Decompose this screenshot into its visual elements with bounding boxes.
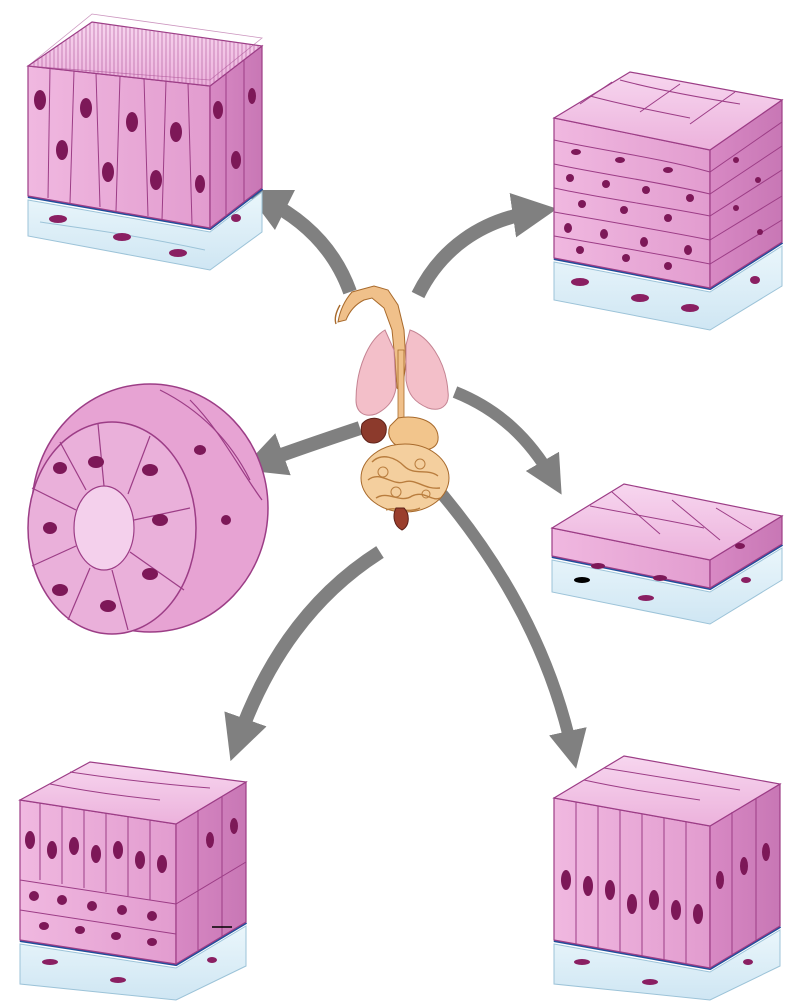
left-lung-icon	[356, 330, 396, 415]
tissue-simple-cuboidal-tubule	[28, 384, 268, 634]
right-lung-icon	[406, 330, 448, 409]
arrow-to-bottom-right	[430, 480, 572, 750]
tissue-simple-columnar	[554, 756, 780, 1000]
tissue-stratified-columnar	[20, 762, 246, 1000]
arrow-to-mid-right	[455, 392, 552, 478]
arrow-to-bottom-left	[238, 552, 380, 740]
tissue-pseudostratified-ciliated-columnar	[28, 14, 262, 270]
arrow-to-mid-left	[262, 428, 360, 462]
intestines-icon	[361, 444, 449, 512]
liver-icon	[361, 418, 386, 443]
organ-figure	[335, 286, 449, 530]
tissue-simple-squamous	[552, 484, 782, 624]
tissue-stratified-squamous	[554, 72, 782, 330]
arrow-to-top-right	[418, 212, 535, 295]
arrow-to-top-left	[265, 200, 350, 292]
